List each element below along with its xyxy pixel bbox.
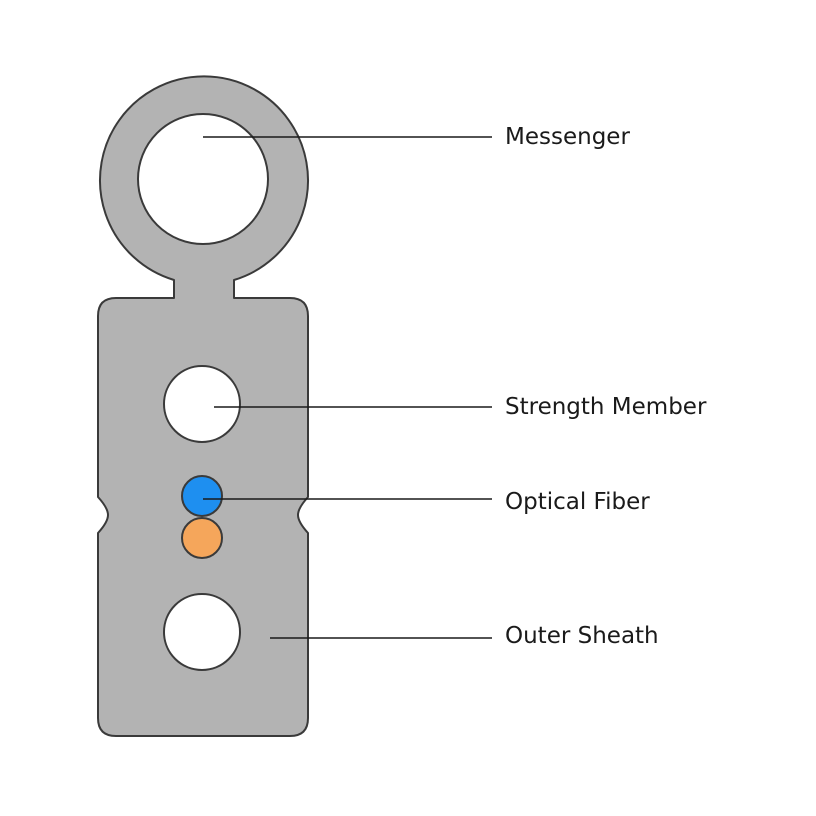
messenger-wire	[137, 113, 269, 245]
optical-fiber-blue	[181, 475, 223, 517]
optical-fiber-orange	[181, 517, 223, 559]
optical-fiber-label: Optical Fiber	[505, 489, 650, 515]
messenger-label: Messenger	[505, 124, 630, 150]
strength-member-lower	[163, 593, 241, 671]
strength-member-label: Strength Member	[505, 394, 707, 420]
outer-sheath-label: Outer Sheath	[505, 623, 659, 649]
strength-member-upper	[163, 365, 241, 443]
